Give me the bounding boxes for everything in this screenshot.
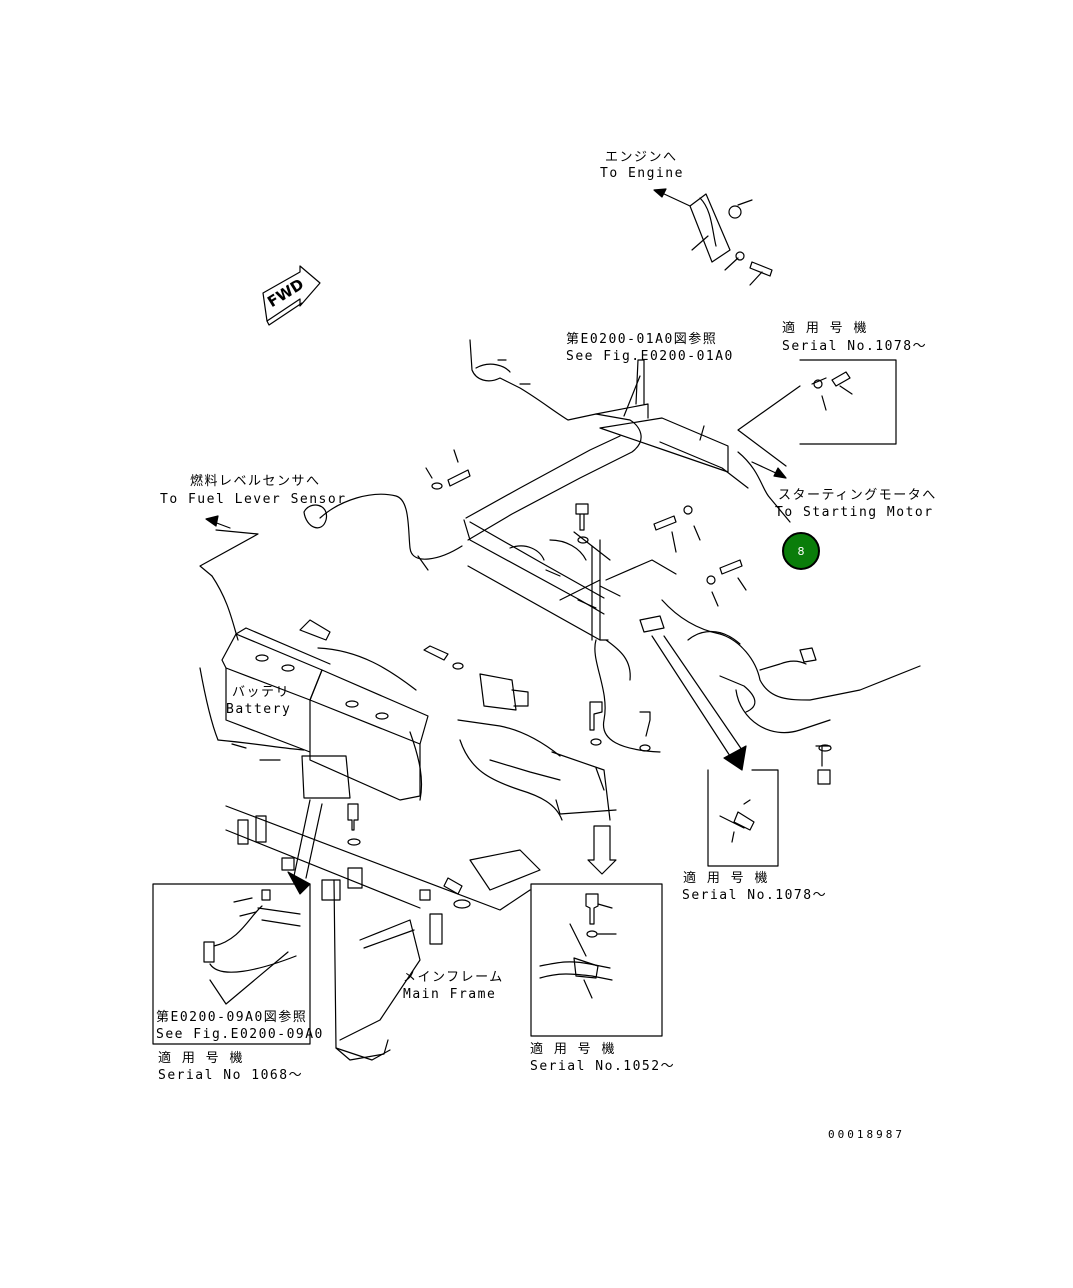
starting-label-en: To Starting Motor: [775, 505, 934, 520]
engine-label-ja: エンジンへ: [605, 150, 678, 165]
serial-bottom-box: [530, 883, 663, 1037]
serial-left-ja: 適 用 号 機: [158, 1051, 244, 1066]
serial-left-box: [152, 883, 311, 1045]
starting-label-ja: スターティングモータへ: [778, 488, 937, 503]
serial-top-en: Serial No.1078～: [782, 339, 928, 354]
serial-bottom-en: Serial No.1052～: [530, 1059, 676, 1074]
fasteners: [347, 449, 832, 846]
fuel-label-ja: 燃料レベルセンサへ: [190, 474, 321, 489]
engine-label-en: To Engine: [600, 166, 684, 181]
main-harness: [463, 339, 749, 641]
relay-cluster: [457, 615, 665, 821]
battery-drawing: [221, 619, 429, 801]
left-inset-arrow: [287, 799, 323, 895]
battery-label-en: Battery: [226, 702, 292, 717]
fwd-arrow-icon: [262, 265, 321, 326]
right-harness: [661, 599, 921, 734]
serial-mid-en: Serial No.1078～: [682, 888, 828, 903]
ref1-label-ja: 第E0200-01A0図参照: [566, 332, 718, 347]
ref2-label-ja: 第E0200-09A0図参照: [156, 1010, 308, 1025]
battery-label-ja: バッテリ: [232, 685, 291, 700]
bottom-inset-arrow: [587, 825, 617, 875]
serial-top-box: [737, 359, 897, 467]
serial-left-en: Serial No 1068～: [158, 1068, 304, 1083]
ref2-label-en: See Fig.E0200-09A0: [156, 1027, 324, 1042]
starting-motor-arrow: [737, 451, 791, 523]
mid-inset-arrow: [651, 635, 747, 771]
fuel-label-en: To Fuel Lever Sensor: [160, 492, 347, 507]
mainframe-label-en: Main Frame: [403, 987, 497, 1002]
serial-top-ja: 適 用 号 機: [782, 321, 868, 336]
mainframe-label-ja: メインフレーム: [403, 970, 504, 985]
drawing-number: 00018987: [828, 1128, 905, 1141]
serial-mid-ja: 適 用 号 機: [683, 871, 769, 886]
ref1-label-en: See Fig.E0200-01A0: [566, 349, 734, 364]
serial-bottom-ja: 適 用 号 機: [530, 1042, 616, 1057]
main-frame: [225, 743, 541, 1061]
engine-arrow: [653, 188, 773, 286]
serial-mid-box: [707, 769, 779, 867]
callout-8[interactable]: 8: [782, 532, 820, 570]
